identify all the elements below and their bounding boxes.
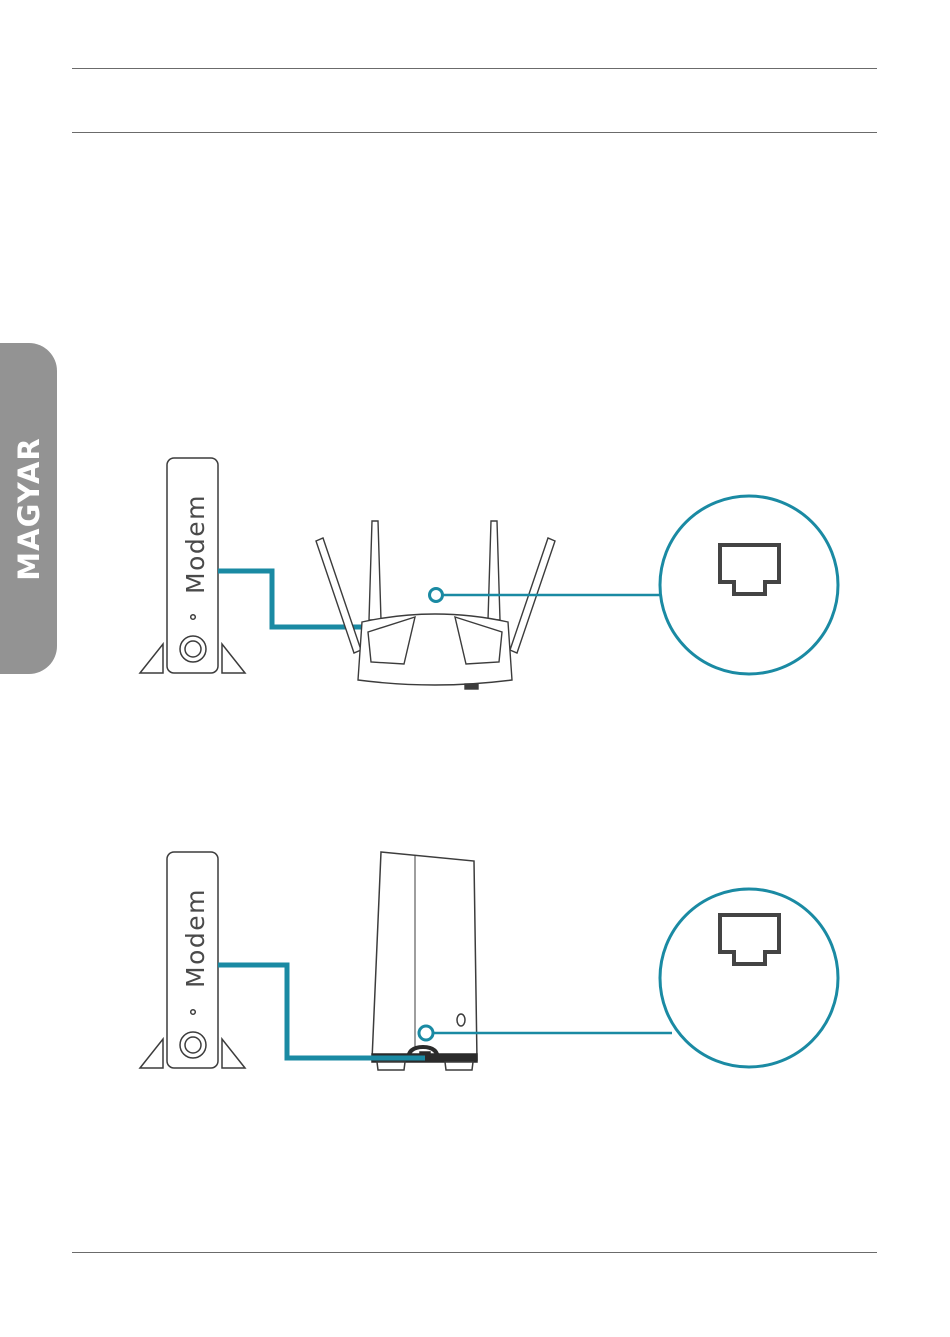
port-indicator-dot-2 (419, 1026, 433, 1040)
port-zoom-circle (660, 496, 838, 674)
modem-label: Modem (181, 494, 210, 594)
header-rule-top (72, 68, 877, 69)
router-connection-diagram: Modem (0, 440, 950, 720)
footer-rule (72, 1252, 877, 1253)
port-indicator-dot (430, 589, 443, 602)
tower-connection-diagram: Modem (0, 840, 950, 1080)
modem-label-2: Modem (181, 888, 210, 988)
header-rule-bottom (72, 132, 877, 133)
router-device (316, 521, 555, 689)
